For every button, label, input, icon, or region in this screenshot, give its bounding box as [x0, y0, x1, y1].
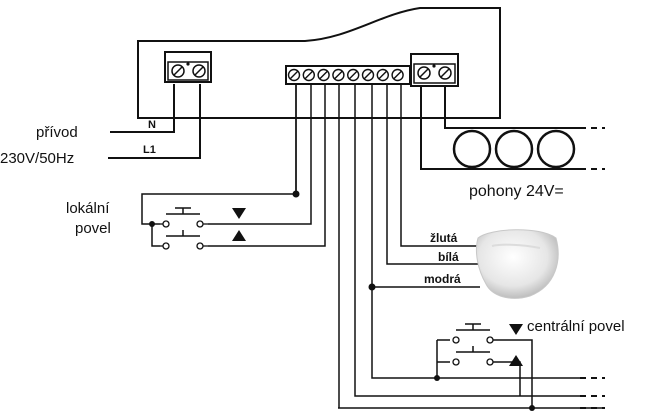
local-command-label-2: povel [75, 220, 111, 237]
arrow-up-icon [232, 230, 246, 241]
arrow-down-icon [232, 208, 246, 219]
local-command-label-1: lokální [66, 200, 110, 217]
motor-wires [420, 86, 605, 170]
wire-blue-label: modrá [424, 272, 461, 286]
local-switch [149, 207, 208, 250]
terminal-screw [332, 68, 345, 82]
terminal-block-control [285, 65, 411, 85]
terminal-screw [287, 68, 301, 82]
control-wires [141, 84, 605, 409]
terminal-screw [391, 68, 404, 82]
neutral-label: N [148, 119, 156, 131]
supply-label: přívod [36, 124, 78, 141]
mains-wires [108, 84, 286, 159]
wire-yellow-label: žlutá [430, 231, 458, 245]
terminal-screw [347, 68, 360, 82]
arrow-up-icon [509, 355, 523, 366]
junction-dot [292, 190, 300, 198]
line-label: L1 [143, 144, 156, 156]
terminal-block-mains [164, 51, 212, 83]
control-unit-housing [137, 7, 501, 119]
motor-symbol [452, 129, 492, 169]
central-switch [434, 323, 535, 411]
terminal-screw [376, 68, 389, 82]
terminal-block-motors [410, 53, 459, 87]
terminal-screw [302, 68, 315, 82]
voltage-label: 230V/50Hz [0, 150, 74, 167]
motors-label: pohony 24V= [469, 183, 564, 200]
junction-dot [368, 283, 376, 291]
arrow-down-icon [509, 324, 523, 335]
terminal-screw [361, 68, 375, 82]
wire-white-label: bílá [438, 250, 459, 264]
motor-symbol [536, 129, 576, 169]
wind-sensor [475, 229, 559, 299]
motor-symbol [494, 129, 534, 169]
central-command-label: centrální povel [527, 318, 625, 335]
terminal-screw [317, 68, 330, 82]
motor-group [452, 129, 576, 169]
